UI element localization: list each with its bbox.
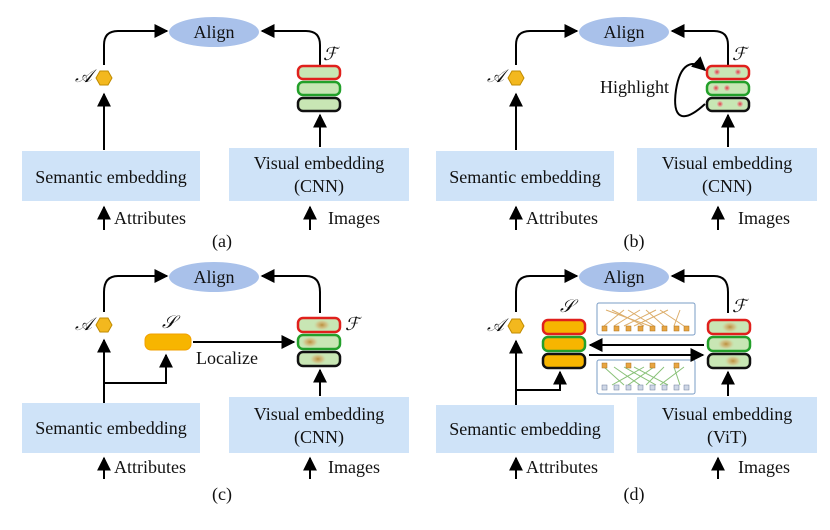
panel-a: Align 𝒜 ℱ Semantic embedding Visual embe… xyxy=(22,17,409,252)
feature-token-green xyxy=(296,80,342,97)
semantic-token-green xyxy=(541,335,587,353)
attr-to-align-edge xyxy=(515,269,579,312)
visual-embedding-backbone: (ViT) xyxy=(707,427,747,448)
visual-embedding-backbone: (CNN) xyxy=(702,176,752,197)
heatmap-spot xyxy=(301,336,319,348)
visual-embedding-label: Visual embedding xyxy=(662,404,792,424)
images-label: Images xyxy=(328,457,380,477)
images-label: Images xyxy=(328,208,380,228)
semantic-embedding-box xyxy=(22,151,200,201)
feat-to-align-edge xyxy=(260,269,321,313)
heatmap-spot xyxy=(309,353,327,365)
panel-c: Align 𝒜 𝒮 ℱ Localize Semantic embedding … xyxy=(22,262,409,505)
feat-to-align-edge xyxy=(260,24,321,66)
images-label: Images xyxy=(738,457,790,477)
panel-b: Align 𝒜 ℱ Highlight Semantic embedding V… xyxy=(436,17,817,252)
attr-symbol: 𝒜 xyxy=(75,314,97,335)
images-label: Images xyxy=(738,208,790,228)
visual-embedding-box xyxy=(637,148,817,201)
align-label: Align xyxy=(603,267,644,287)
attribute-prototype-hexagon xyxy=(507,318,525,334)
visual-embedding-label: Visual embedding xyxy=(662,153,792,173)
attention-map-top xyxy=(596,302,696,336)
highlight-dot xyxy=(717,101,723,107)
attr-symbol: 𝒜 xyxy=(487,66,509,87)
align-ellipse xyxy=(579,262,669,292)
attribute-prototype-hexagon xyxy=(95,317,113,333)
visual-embedding-backbone: (CNN) xyxy=(294,427,344,448)
highlight-dot xyxy=(735,69,741,75)
align-ellipse xyxy=(169,17,259,47)
visual-embedding-label: Visual embedding xyxy=(254,404,384,424)
visual-embedding-label: Visual embedding xyxy=(254,153,384,173)
highlight-dot xyxy=(714,69,720,75)
semantic-embedding-box xyxy=(436,405,614,453)
feat-to-align-edge xyxy=(670,269,729,313)
highlight-dot xyxy=(724,85,730,91)
attr-symbol: 𝒜 xyxy=(487,315,509,336)
semantic-to-proto-edge xyxy=(516,370,567,391)
attribute-prototype-hexagon xyxy=(95,70,113,86)
sem-symbol: 𝒮 xyxy=(560,296,579,317)
semantic-embedding-box xyxy=(436,151,614,201)
feat-to-align-edge xyxy=(670,24,729,66)
attr-to-align-edge xyxy=(103,24,169,65)
semantic-embedding-label: Semantic embedding xyxy=(35,418,186,438)
feature-token-red xyxy=(296,64,342,81)
attr-to-align-edge xyxy=(103,269,169,312)
align-label: Align xyxy=(603,22,644,42)
feature-token-red xyxy=(705,64,751,81)
semantic-token-black xyxy=(541,352,587,370)
highlight-dot xyxy=(713,85,719,91)
feat-symbol: ℱ xyxy=(323,44,340,65)
caption: (a) xyxy=(212,231,232,252)
semantic-token-red xyxy=(541,318,587,336)
align-ellipse xyxy=(579,17,669,47)
caption: (b) xyxy=(624,231,645,252)
semantic-embedding-box xyxy=(22,403,200,453)
feat-symbol: ℱ xyxy=(732,296,749,317)
feat-symbol: ℱ xyxy=(732,44,749,65)
semantic-embedding-label: Semantic embedding xyxy=(449,419,600,439)
semantic-embedding-label: Semantic embedding xyxy=(35,167,186,187)
visual-embedding-box xyxy=(229,148,409,201)
align-label: Align xyxy=(193,22,234,42)
highlight-label: Highlight xyxy=(600,77,669,97)
heatmap-spot xyxy=(313,319,331,331)
attributes-label: Attributes xyxy=(114,208,186,228)
attr-symbol: 𝒜 xyxy=(75,66,97,87)
highlight-loop-edge xyxy=(674,56,707,118)
attr-to-align-edge xyxy=(515,24,579,65)
feature-token-black xyxy=(296,96,342,113)
attributes-label: Attributes xyxy=(526,457,598,477)
sem-symbol: 𝒮 xyxy=(162,312,181,333)
localize-label: Localize xyxy=(196,348,258,368)
heatmap-spot xyxy=(717,338,735,350)
attention-map-bottom xyxy=(596,359,696,395)
panel-d: Align 𝒜 𝒮 ℱ xyxy=(436,262,817,505)
semantic-embedding-label: Semantic embedding xyxy=(449,167,600,187)
semantic-prototype-token xyxy=(144,333,192,351)
visual-embedding-box xyxy=(229,397,409,453)
visual-embedding-backbone: (CNN) xyxy=(294,176,344,197)
attributes-label: Attributes xyxy=(114,457,186,477)
feat-symbol: ℱ xyxy=(345,314,362,335)
semantic-to-proto-edge xyxy=(104,353,173,384)
attributes-label: Attributes xyxy=(526,208,598,228)
caption: (d) xyxy=(624,484,645,505)
attribute-prototype-hexagon xyxy=(507,70,525,86)
highlight-dot xyxy=(737,101,743,107)
heatmap-spot xyxy=(721,321,739,333)
caption: (c) xyxy=(212,484,232,505)
feature-token-black xyxy=(705,96,751,113)
heatmap-spot xyxy=(724,355,742,367)
align-ellipse xyxy=(169,262,259,292)
align-label: Align xyxy=(193,267,234,287)
visual-embedding-box xyxy=(637,397,817,453)
